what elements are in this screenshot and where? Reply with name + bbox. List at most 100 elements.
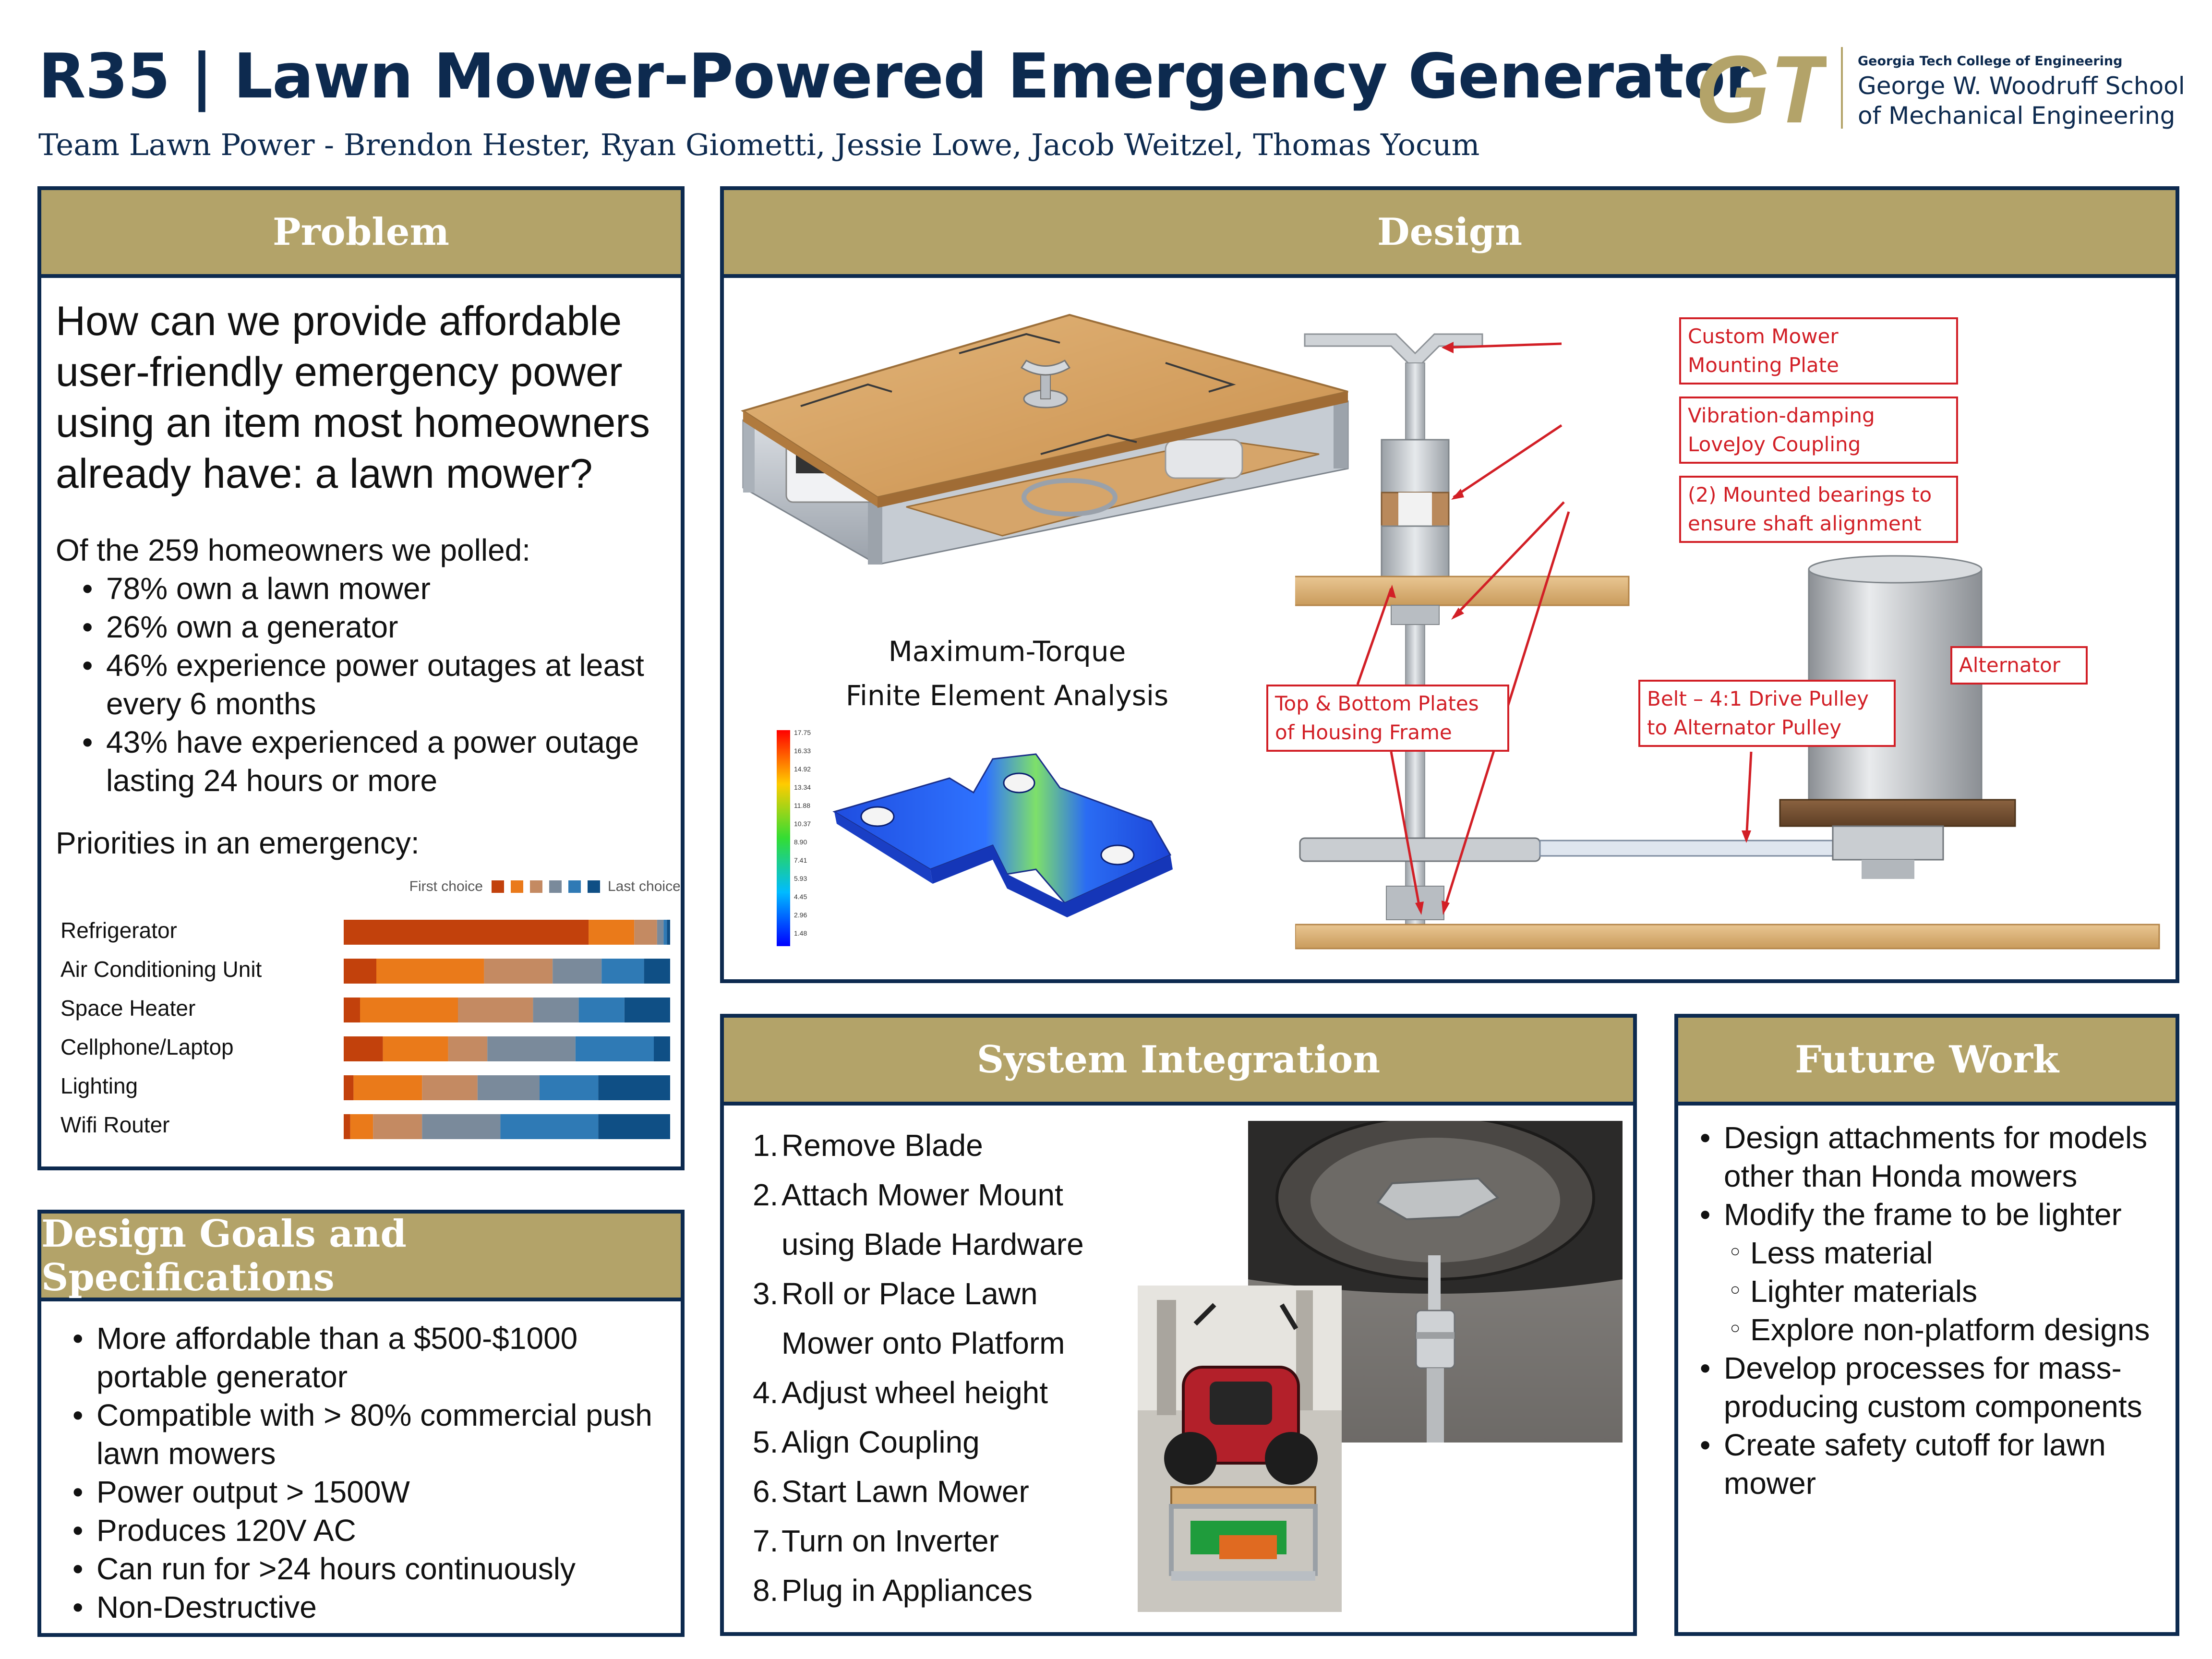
chart-bar-segment: [344, 959, 376, 984]
fea-scale-label: 16.33: [794, 747, 811, 755]
chart-category-label: Air Conditioning Unit: [60, 957, 262, 982]
priorities-label: Priorities in an emergency:: [56, 826, 420, 860]
gt-logo: GT: [1695, 36, 1836, 143]
callout-mounting-plate: Custom Mower Mounting Plate: [1679, 317, 1958, 385]
legend-swatch: [549, 880, 562, 893]
chart-category-label: Wifi Router: [60, 1112, 169, 1137]
callout-housing-plates-line-1: Top & Bottom Plates: [1275, 692, 1479, 715]
chart-category-label: Refrigerator: [60, 918, 177, 943]
fea-scale-label: 1.48: [794, 929, 807, 937]
chart-bar-segment: [422, 1075, 478, 1100]
design-heading: Design: [724, 190, 2176, 278]
chart-bar-segment: [344, 920, 589, 945]
callout-belt-line-2: to Alternator Pulley: [1647, 716, 1842, 739]
chart-bar-segment: [553, 959, 602, 984]
fea-scale-label: 5.93: [794, 875, 807, 882]
future-sub-item: Less material: [1688, 1234, 2173, 1272]
step-text: Align Coupling: [781, 1425, 980, 1459]
legend-swatch: [588, 880, 600, 893]
poster-title: R35 | Lawn Mower-Powered Emergency Gener…: [38, 41, 1755, 112]
problem-panel: Problem How can we provide affordable us…: [37, 186, 685, 1170]
chart-bar-segment: [624, 998, 670, 1022]
future-sub-item: Explore non-platform designs: [1688, 1310, 2173, 1349]
gt-logo-letters: GT: [1697, 43, 1827, 134]
chart-bar-segment: [487, 1036, 576, 1061]
chart-bar-segment: [376, 959, 484, 984]
chart-category-label: Lighting: [60, 1073, 138, 1098]
poll-list: 78% own a lawn mower 26% own a generator…: [70, 569, 675, 800]
chart-bar-segment: [477, 1075, 540, 1100]
chart-bar-segment: [383, 1036, 448, 1061]
integration-step: 6.Start Lawn Mower: [753, 1467, 1127, 1516]
fea-scale-label: 11.88: [794, 802, 810, 809]
goals-panel: Design Goals and Specifications More aff…: [37, 1210, 685, 1637]
fea-scale-label: 8.90: [794, 838, 807, 846]
future-work-panel: Future Work Design attachments for model…: [1674, 1014, 2179, 1636]
future-item: Create safety cutoff for lawn mower: [1688, 1426, 2173, 1503]
poll-intro: Of the 259 homeowners we polled:: [56, 533, 531, 567]
step-number: 1.: [753, 1128, 779, 1163]
fea-label-line-2: Finite Element Analysis: [845, 679, 1169, 712]
poll-item: 46% experience power outages at least ev…: [70, 646, 675, 723]
fea-color-scale: [777, 730, 790, 946]
chart-bar-segment: [663, 920, 667, 945]
goals-heading: Design Goals and Specifications: [41, 1212, 681, 1301]
fea-scale-labels: 17.7516.3314.9213.3411.8810.378.907.415.…: [794, 729, 811, 937]
step-number: 5.: [753, 1425, 779, 1459]
callout-coupling-line-2: LoveJoy Coupling: [1688, 433, 1861, 456]
integration-step: 8.Plug in Appliances: [753, 1566, 1127, 1615]
goal-item: More affordable than a $500-$1000 portab…: [60, 1319, 675, 1396]
chart-bar-segment: [448, 1036, 488, 1061]
step-number: 6.: [753, 1474, 779, 1509]
callout-housing-plates: Top & Bottom Plates of Housing Frame: [1266, 685, 1509, 752]
integration-panel: System Integration 1.Remove Blade 2.Atta…: [720, 1014, 1637, 1636]
chart-bar-segment: [344, 1075, 354, 1100]
callout-belt-line-1: Belt – 4:1 Drive Pulley: [1647, 687, 1869, 710]
poll-item: 43% have experienced a power outage last…: [70, 723, 675, 800]
callout-mounting-plate-line-1: Custom Mower: [1688, 325, 1839, 348]
chart-bar-segment: [500, 1114, 599, 1139]
chart-category-label: Cellphone/Laptop: [60, 1034, 234, 1059]
step-number: 7.: [753, 1524, 779, 1558]
step-text: Roll or Place Lawn: [781, 1276, 1038, 1311]
chart-bar-segment: [540, 1075, 599, 1100]
legend-swatch: [530, 880, 542, 893]
step-text: Plug in Appliances: [781, 1573, 1033, 1608]
step-text: Remove Blade: [781, 1128, 983, 1163]
callout-coupling: Vibration-damping LoveJoy Coupling: [1679, 397, 1958, 464]
poll-item: 78% own a lawn mower: [70, 569, 675, 608]
chart-bar-segment: [344, 998, 360, 1022]
chart-bar-segment: [589, 920, 635, 945]
step-text: Turn on Inverter: [781, 1524, 999, 1558]
goal-item: Non-Destructive: [60, 1588, 675, 1626]
fea-label: Maximum-Torque Finite Element Analysis: [810, 629, 1204, 718]
mower-on-platform-photo: [1138, 1286, 1342, 1612]
chart-bar-segment: [422, 1114, 501, 1139]
integration-step: 5.Align Coupling: [753, 1418, 1127, 1467]
chart-bar-segment: [634, 920, 657, 945]
legend-swatch: [511, 880, 523, 893]
step-number: 2.: [753, 1178, 779, 1212]
integration-heading: System Integration: [724, 1018, 1633, 1106]
future-item: Develop processes for mass-producing cus…: [1688, 1349, 2173, 1426]
integration-step: Mower onto Platform: [753, 1319, 1127, 1368]
fea-label-line-1: Maximum-Torque: [888, 635, 1126, 668]
team-members: Team Lawn Power - Brendon Hester, Ryan G…: [38, 127, 1480, 162]
step-text: Adjust wheel height: [781, 1375, 1048, 1410]
step-text: Start Lawn Mower: [781, 1474, 1029, 1509]
goal-item: Can run for >24 hours continuously: [60, 1550, 675, 1588]
chart-bar-segment: [458, 998, 533, 1022]
chart-bar-segment: [533, 998, 579, 1022]
step-number: 8.: [753, 1573, 779, 1608]
chart-bar-segment: [657, 920, 664, 945]
legend-swatch: [568, 880, 581, 893]
poll-item: 26% own a generator: [70, 608, 675, 646]
future-sub-item: Lighter materials: [1688, 1272, 2173, 1310]
platform-cad-render: [741, 313, 1349, 565]
goals-list: More affordable than a $500-$1000 portab…: [60, 1319, 675, 1626]
fea-scale-label: 7.41: [794, 856, 807, 864]
fea-scale-label: 13.34: [794, 783, 811, 791]
school-line-3: of Mechanical Engineering: [1858, 102, 2176, 130]
callout-bearings: (2) Mounted bearings to ensure shaft ali…: [1679, 476, 1958, 543]
